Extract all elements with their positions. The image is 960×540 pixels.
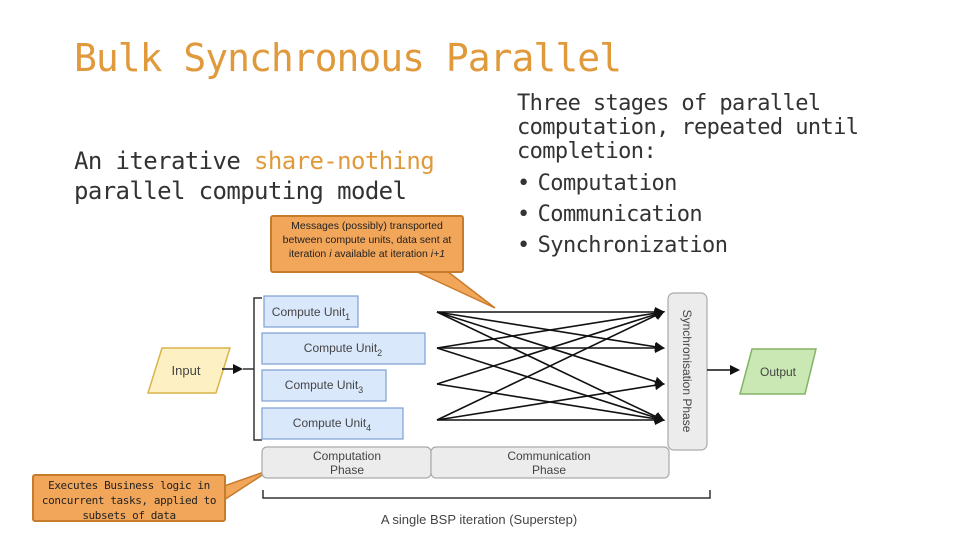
intro-after: parallel computing model	[74, 177, 407, 205]
communication-arrows	[436, 307, 665, 425]
stage-item-synchronization: Synchronization	[517, 230, 862, 261]
slide-title: Bulk Synchronous Parallel	[74, 36, 622, 80]
svg-text:Compute Unit1: Compute Unit1	[272, 305, 350, 322]
superstep-label: A single BSP iteration (Superstep)	[381, 512, 577, 527]
compute-bracket	[253, 297, 262, 441]
business-logic-callout: Executes Business logic in concurrent ta…	[32, 474, 226, 522]
communication-phase-box: Communication Phase	[430, 446, 670, 479]
intro-before: An iterative	[74, 147, 255, 175]
computation-phase-box: Computation Phase	[261, 446, 432, 479]
output-node: Output	[739, 348, 817, 395]
svg-text:Compute Unit4: Compute Unit4	[293, 416, 371, 433]
svg-text:Compute Unit3: Compute Unit3	[285, 378, 363, 395]
svg-text:Communication: Communication	[507, 449, 590, 463]
input-label: Input	[172, 363, 201, 378]
input-node: Input	[146, 347, 232, 394]
compute-unit-1: Compute Unit1	[263, 295, 359, 328]
stage-item-communication: Communication	[517, 199, 862, 230]
svg-text:Compute Unit2: Compute Unit2	[304, 341, 382, 358]
svg-text:Phase: Phase	[532, 463, 566, 477]
svg-text:Computation: Computation	[313, 449, 381, 463]
messages-callout: Messages (possibly) transported between …	[270, 215, 464, 273]
compute-unit-2: Compute Unit2	[261, 332, 426, 365]
sync-phase-box: Synchronisation Phase	[667, 292, 708, 451]
messages-callout-pointer	[414, 270, 496, 309]
stages-block: Three stages of parallel computation, re…	[517, 92, 862, 261]
compute-unit-4: Compute Unit4	[261, 407, 404, 440]
intro-text: An iterative share-nothing parallel comp…	[74, 146, 435, 206]
superstep-bracket	[262, 490, 711, 499]
sync-phase-label: Synchronisation Phase	[680, 310, 694, 433]
intro-highlight: share-nothing	[254, 147, 435, 175]
svg-text:Phase: Phase	[330, 463, 364, 477]
output-label: Output	[760, 365, 797, 379]
compute-unit-3: Compute Unit3	[261, 369, 387, 402]
stages-list: Computation Communication Synchronizatio…	[517, 168, 862, 261]
stage-item-computation: Computation	[517, 168, 862, 199]
stages-heading: Three stages of parallel computation, re…	[517, 91, 859, 164]
